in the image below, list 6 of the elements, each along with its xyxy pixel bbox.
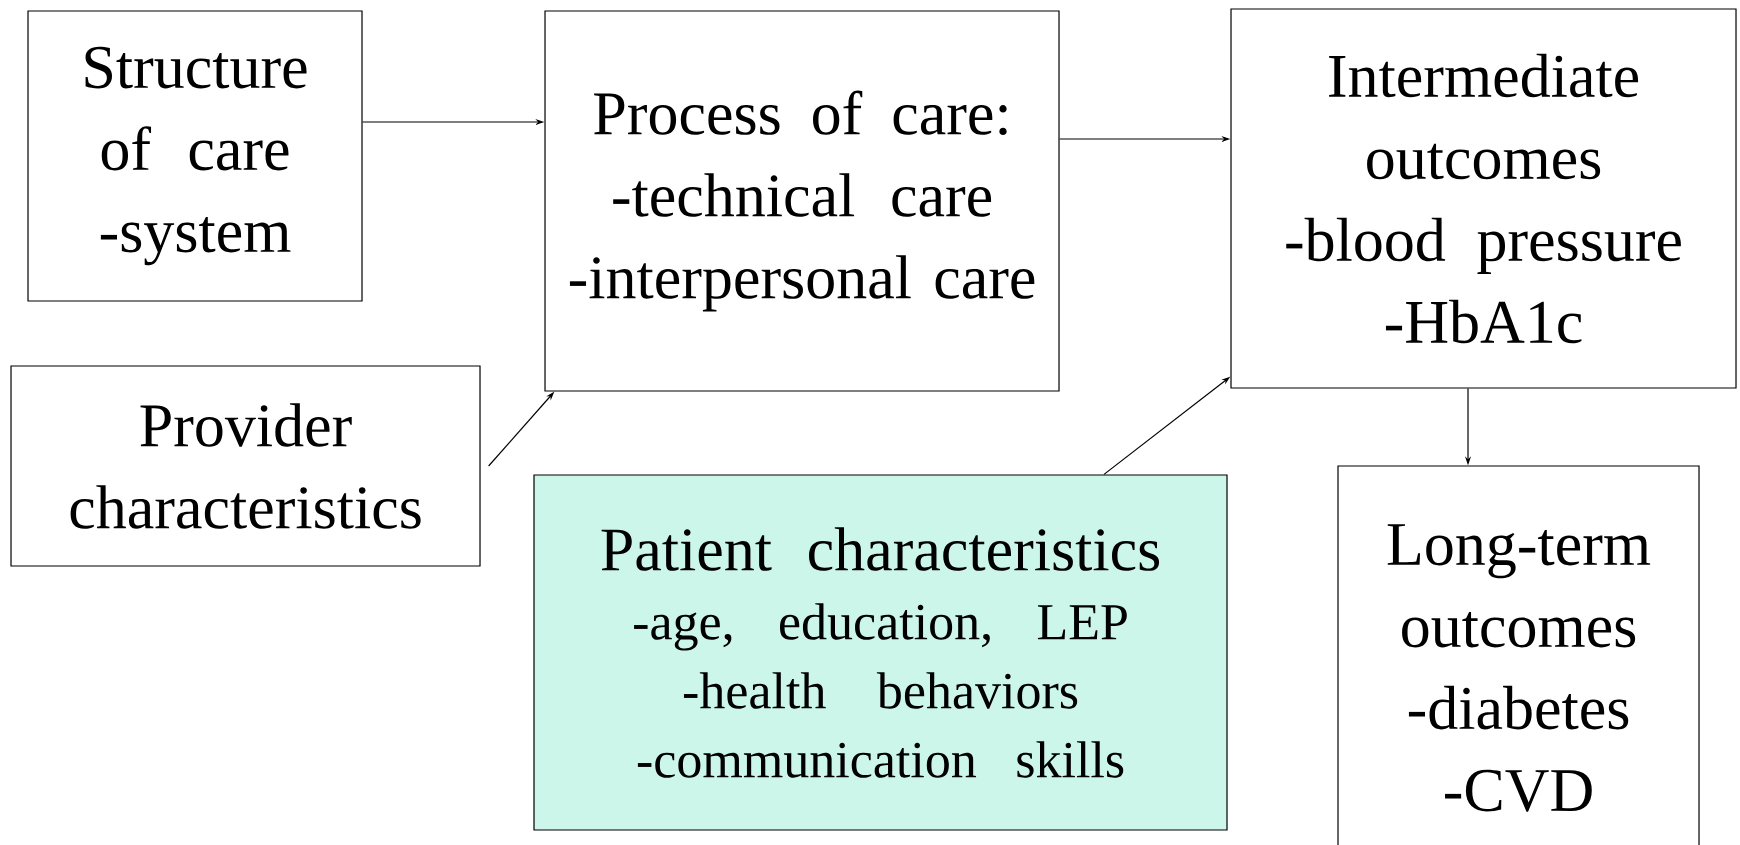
text-box: Structure of care -system [27,10,363,302]
text-box: Process of care: -technical care -interpersonal care [544,10,1060,392]
text-box: Intermediate outcomes -blood pressure -HbA1c [1230,8,1737,389]
text-box: Long-term outcomes -diabetes -CVD [1337,465,1700,845]
text-box: Provider characteristics [10,365,481,567]
text-box: Patient characteristics -age, education, LEP -health behaviors -communication skills [533,474,1228,831]
